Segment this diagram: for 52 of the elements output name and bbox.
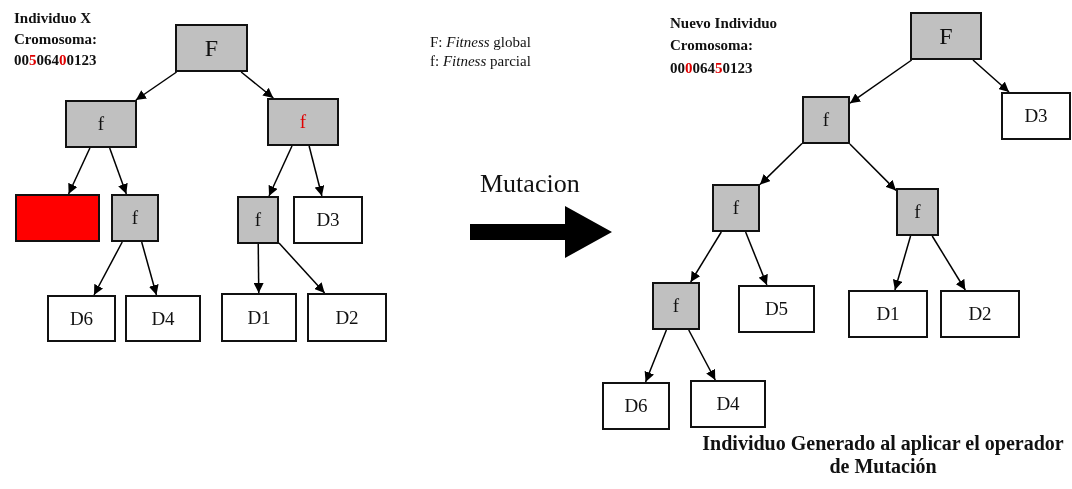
caption: Individuo Generado al aplicar el operador de Mutación xyxy=(701,432,1065,478)
chromosome-label: Cromosoma: xyxy=(670,37,754,54)
function-box: f xyxy=(896,188,939,236)
legend-text: Mutacion xyxy=(480,170,580,199)
function-box: f xyxy=(111,194,159,242)
function-box: f xyxy=(65,100,137,148)
chromosome-label: Individuo X xyxy=(14,10,92,27)
terminal-box: D2 xyxy=(940,290,1020,338)
arrow xyxy=(93,241,123,296)
arrow xyxy=(759,142,803,186)
chromosome-label: 00006450123 xyxy=(670,60,753,77)
arrow xyxy=(308,145,325,197)
arrow xyxy=(849,143,897,192)
function-box: f xyxy=(237,196,279,244)
arrow xyxy=(268,145,293,197)
terminal-box: D4 xyxy=(125,295,201,342)
chromosome-label: 00506400123 xyxy=(14,52,97,69)
legend-text: F: Fitness global xyxy=(430,34,531,51)
arrow xyxy=(278,242,326,294)
arrow xyxy=(108,147,128,195)
terminal-box: D3 xyxy=(293,196,363,244)
function-box: f xyxy=(652,282,700,330)
arrow xyxy=(689,231,723,283)
terminal-box: D2 xyxy=(307,293,387,342)
terminal-box: D4 xyxy=(690,380,766,428)
arrow xyxy=(67,147,91,195)
terminal-box: D6 xyxy=(47,295,116,342)
terminal-box: D5 xyxy=(738,285,815,333)
function-box: f xyxy=(802,96,850,144)
terminal-box: D1 xyxy=(221,293,297,342)
arrow xyxy=(849,59,913,104)
arrow xyxy=(688,329,716,381)
function-box: f xyxy=(712,184,760,232)
legend-text: f: Fitness parcial xyxy=(430,53,531,70)
arrow xyxy=(140,241,159,296)
arrow xyxy=(892,235,912,291)
chromosome-label: Nuevo Individuo xyxy=(670,15,778,32)
arrow xyxy=(744,231,768,286)
terminal-box: D6 xyxy=(602,382,670,430)
function-box: F xyxy=(175,24,248,72)
arrow xyxy=(972,59,1010,93)
arrow xyxy=(135,71,178,101)
arrow xyxy=(240,71,275,99)
arrow xyxy=(931,235,967,291)
chromosome-label: Cromosoma: xyxy=(14,31,98,48)
terminal-box: D3 xyxy=(1001,92,1071,140)
filled-box xyxy=(15,194,100,242)
arrow xyxy=(644,329,668,383)
function-box: F xyxy=(910,12,982,60)
arrow xyxy=(253,243,264,294)
terminal-box: D1 xyxy=(848,290,928,338)
function-box: f xyxy=(267,98,339,146)
